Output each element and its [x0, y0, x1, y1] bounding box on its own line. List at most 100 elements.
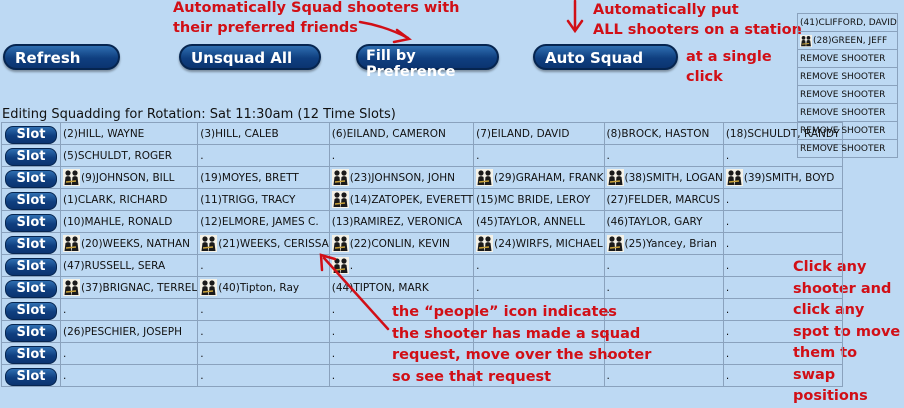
slot-button[interactable]: Slot — [5, 302, 57, 320]
slot-button[interactable]: Slot — [5, 214, 57, 232]
shooter-cell[interactable]: (8)BROCK, HASTON — [603, 122, 724, 145]
slot-button[interactable]: Slot — [5, 126, 57, 144]
unsquadded-cell[interactable]: REMOVE SHOOTER — [797, 121, 898, 140]
shooter-name: (20)WEEKS, NATHAN — [81, 237, 190, 250]
people-icon — [606, 235, 624, 252]
shooter-name: . — [606, 303, 610, 316]
shooter-name: . — [63, 347, 67, 360]
shooter-cell[interactable]: (12)ELMORE, JAMES C. — [197, 210, 330, 233]
shooter-name: (5)SCHULDT, ROGER — [63, 149, 173, 162]
shooter-name: . — [476, 149, 480, 162]
shooter-name: (25)Yancey, Brian — [624, 237, 717, 250]
shooter-name: . — [725, 303, 730, 316]
people-icon — [200, 279, 218, 296]
slot-button[interactable]: Slot — [5, 280, 57, 298]
shooter-cell[interactable]: (25)Yancey, Brian — [603, 232, 724, 255]
shooter-cell[interactable]: (10)MAHLE, RONALD — [59, 210, 199, 233]
shooter-cell-content: . — [62, 344, 197, 364]
shooter-name: (9)JOHNSON, BILL — [81, 171, 175, 184]
shooter-cell-content: . — [475, 278, 603, 298]
unsquadded-cell[interactable]: REMOVE SHOOTER — [797, 139, 898, 158]
shooter-cell-content: . — [475, 344, 603, 364]
people-icon — [63, 279, 80, 296]
shooter-cell-content: . — [330, 300, 472, 320]
shooter-name: (15)MC BRIDE, LEROY — [476, 193, 591, 206]
shooter-cell[interactable]: (3)HILL, CALEB — [197, 122, 330, 145]
shooter-cell[interactable]: (40)Tipton, Ray — [197, 276, 330, 299]
shooter-name: . — [331, 347, 336, 360]
shooter-cell[interactable]: . — [328, 254, 475, 277]
shooter-name: . — [476, 325, 480, 338]
squadding-grid: Slot(2)HILL, WAYNE(3)HILL, CALEB(6)EILAN… — [1, 122, 843, 387]
shooter-cell-content: (7)EILAND, DAVID — [475, 124, 603, 144]
annotation-line: Automatically put — [593, 2, 739, 18]
shooter-cell[interactable]: (37)BRIGNAC, TERREL — [59, 276, 199, 299]
fill-by-preference-button[interactable]: Fill by Preference — [356, 44, 499, 80]
shooter-name: (12)ELMORE, JAMES C. — [200, 215, 319, 228]
slot-button[interactable]: Slot — [5, 170, 57, 188]
shooter-name: . — [606, 325, 610, 338]
unsquadded-cell-content: REMOVE SHOOTER — [800, 54, 896, 64]
people-icon — [476, 235, 494, 252]
shooter-cell[interactable]: (9)JOHNSON, BILL — [59, 166, 199, 189]
shooter-name: (22)CONLIN, KEVIN — [349, 237, 450, 250]
shooter-name: . — [331, 369, 336, 382]
slot-cell: Slot — [1, 254, 61, 277]
shooter-cell-content: (5)SCHULDT, ROGER — [62, 146, 197, 166]
slot-cell: Slot — [1, 232, 61, 255]
shooter-cell[interactable]: . — [722, 364, 843, 387]
shooter-name: . — [725, 149, 730, 162]
unsquadded-shooter-name: (41)CLIFFORD, DAVID — [800, 17, 897, 28]
people-icon — [331, 235, 349, 252]
annotation-line: the “people” icon indicates — [392, 304, 617, 320]
slot-button[interactable]: Slot — [5, 346, 57, 364]
shooter-cell[interactable]: (47)RUSSELL, SERA — [59, 254, 199, 277]
slot-button[interactable]: Slot — [5, 368, 57, 386]
arrow-head — [319, 253, 337, 272]
slot-button[interactable]: Slot — [5, 148, 57, 166]
slot-button[interactable]: Slot — [5, 236, 57, 254]
shooter-cell[interactable]: (2)HILL, WAYNE — [59, 122, 199, 145]
shooter-cell[interactable]: (14)ZATOPEK, EVERETT — [328, 188, 475, 211]
slot-button[interactable]: Slot — [5, 192, 57, 210]
shooter-cell-content: (10)MAHLE, RONALD — [62, 212, 197, 232]
slot-button[interactable]: Slot — [5, 324, 57, 342]
shooter-cell[interactable]: . — [59, 364, 199, 387]
shooter-cell[interactable]: (39)SMITH, BOYD — [722, 166, 843, 189]
shooter-cell[interactable]: (46)TAYLOR, GARY — [603, 210, 724, 233]
annotation-line: positions — [793, 388, 868, 404]
shooter-cell[interactable]: (44)TIPTON, MARK — [328, 276, 475, 299]
shooter-name: (37)BRIGNAC, TERREL — [81, 281, 198, 294]
annotation-people-icon: the “people” icon indicates the shooter … — [392, 302, 651, 388]
unsquadded-shooter-name: REMOVE SHOOTER — [800, 107, 886, 118]
people-icon — [800, 34, 812, 47]
annotation-single-click: at a single click — [686, 47, 772, 87]
shooter-cell[interactable]: (7)EILAND, DAVID — [473, 122, 605, 145]
slot-cell: Slot — [1, 122, 61, 145]
shooter-cell[interactable]: (29)GRAHAM, FRANK — [473, 166, 605, 189]
shooter-cell-content: (6)EILAND, CAMERON — [330, 124, 472, 144]
auto-squad-button[interactable]: Auto Squad — [533, 44, 678, 70]
slot-button[interactable]: Slot — [5, 258, 57, 276]
refresh-button[interactable]: Refresh — [3, 44, 120, 70]
shooter-cell[interactable]: (26)PESCHIER, JOSEPH — [59, 320, 199, 343]
shooter-cell[interactable]: (15)MC BRIDE, LEROY — [473, 188, 605, 211]
shooter-cell[interactable]: (19)MOYES, BRETT — [197, 166, 330, 189]
unsquad-all-button[interactable]: Unsquad All — [179, 44, 321, 70]
shooter-cell[interactable]: (6)EILAND, CAMERON — [328, 122, 475, 145]
shooter-cell-content: . — [605, 344, 722, 364]
shooter-cell[interactable]: (5)SCHULDT, ROGER — [59, 144, 199, 167]
people-icon — [476, 169, 494, 186]
shooter-cell[interactable]: (13)RAMIREZ, VERONICA — [328, 210, 475, 233]
shooter-cell[interactable]: . — [328, 364, 475, 387]
annotation-line: so see that request — [392, 368, 552, 385]
shooter-cell[interactable]: . — [473, 364, 605, 387]
shooter-name: . — [200, 149, 204, 162]
unsquadded-shooter-name: REMOVE SHOOTER — [800, 89, 886, 100]
shooter-cell-content: (38)SMITH, LOGAN — [605, 168, 723, 188]
shooter-name: (38)SMITH, LOGAN — [624, 171, 723, 184]
shooter-cell[interactable]: (24)WIRFS, MICHAEL — [473, 232, 605, 255]
unsquadded-cell-content: REMOVE SHOOTER — [800, 89, 896, 100]
shooter-cell[interactable]: . — [603, 364, 724, 387]
shooter-cell-content: (12)ELMORE, JAMES C. — [199, 212, 329, 232]
